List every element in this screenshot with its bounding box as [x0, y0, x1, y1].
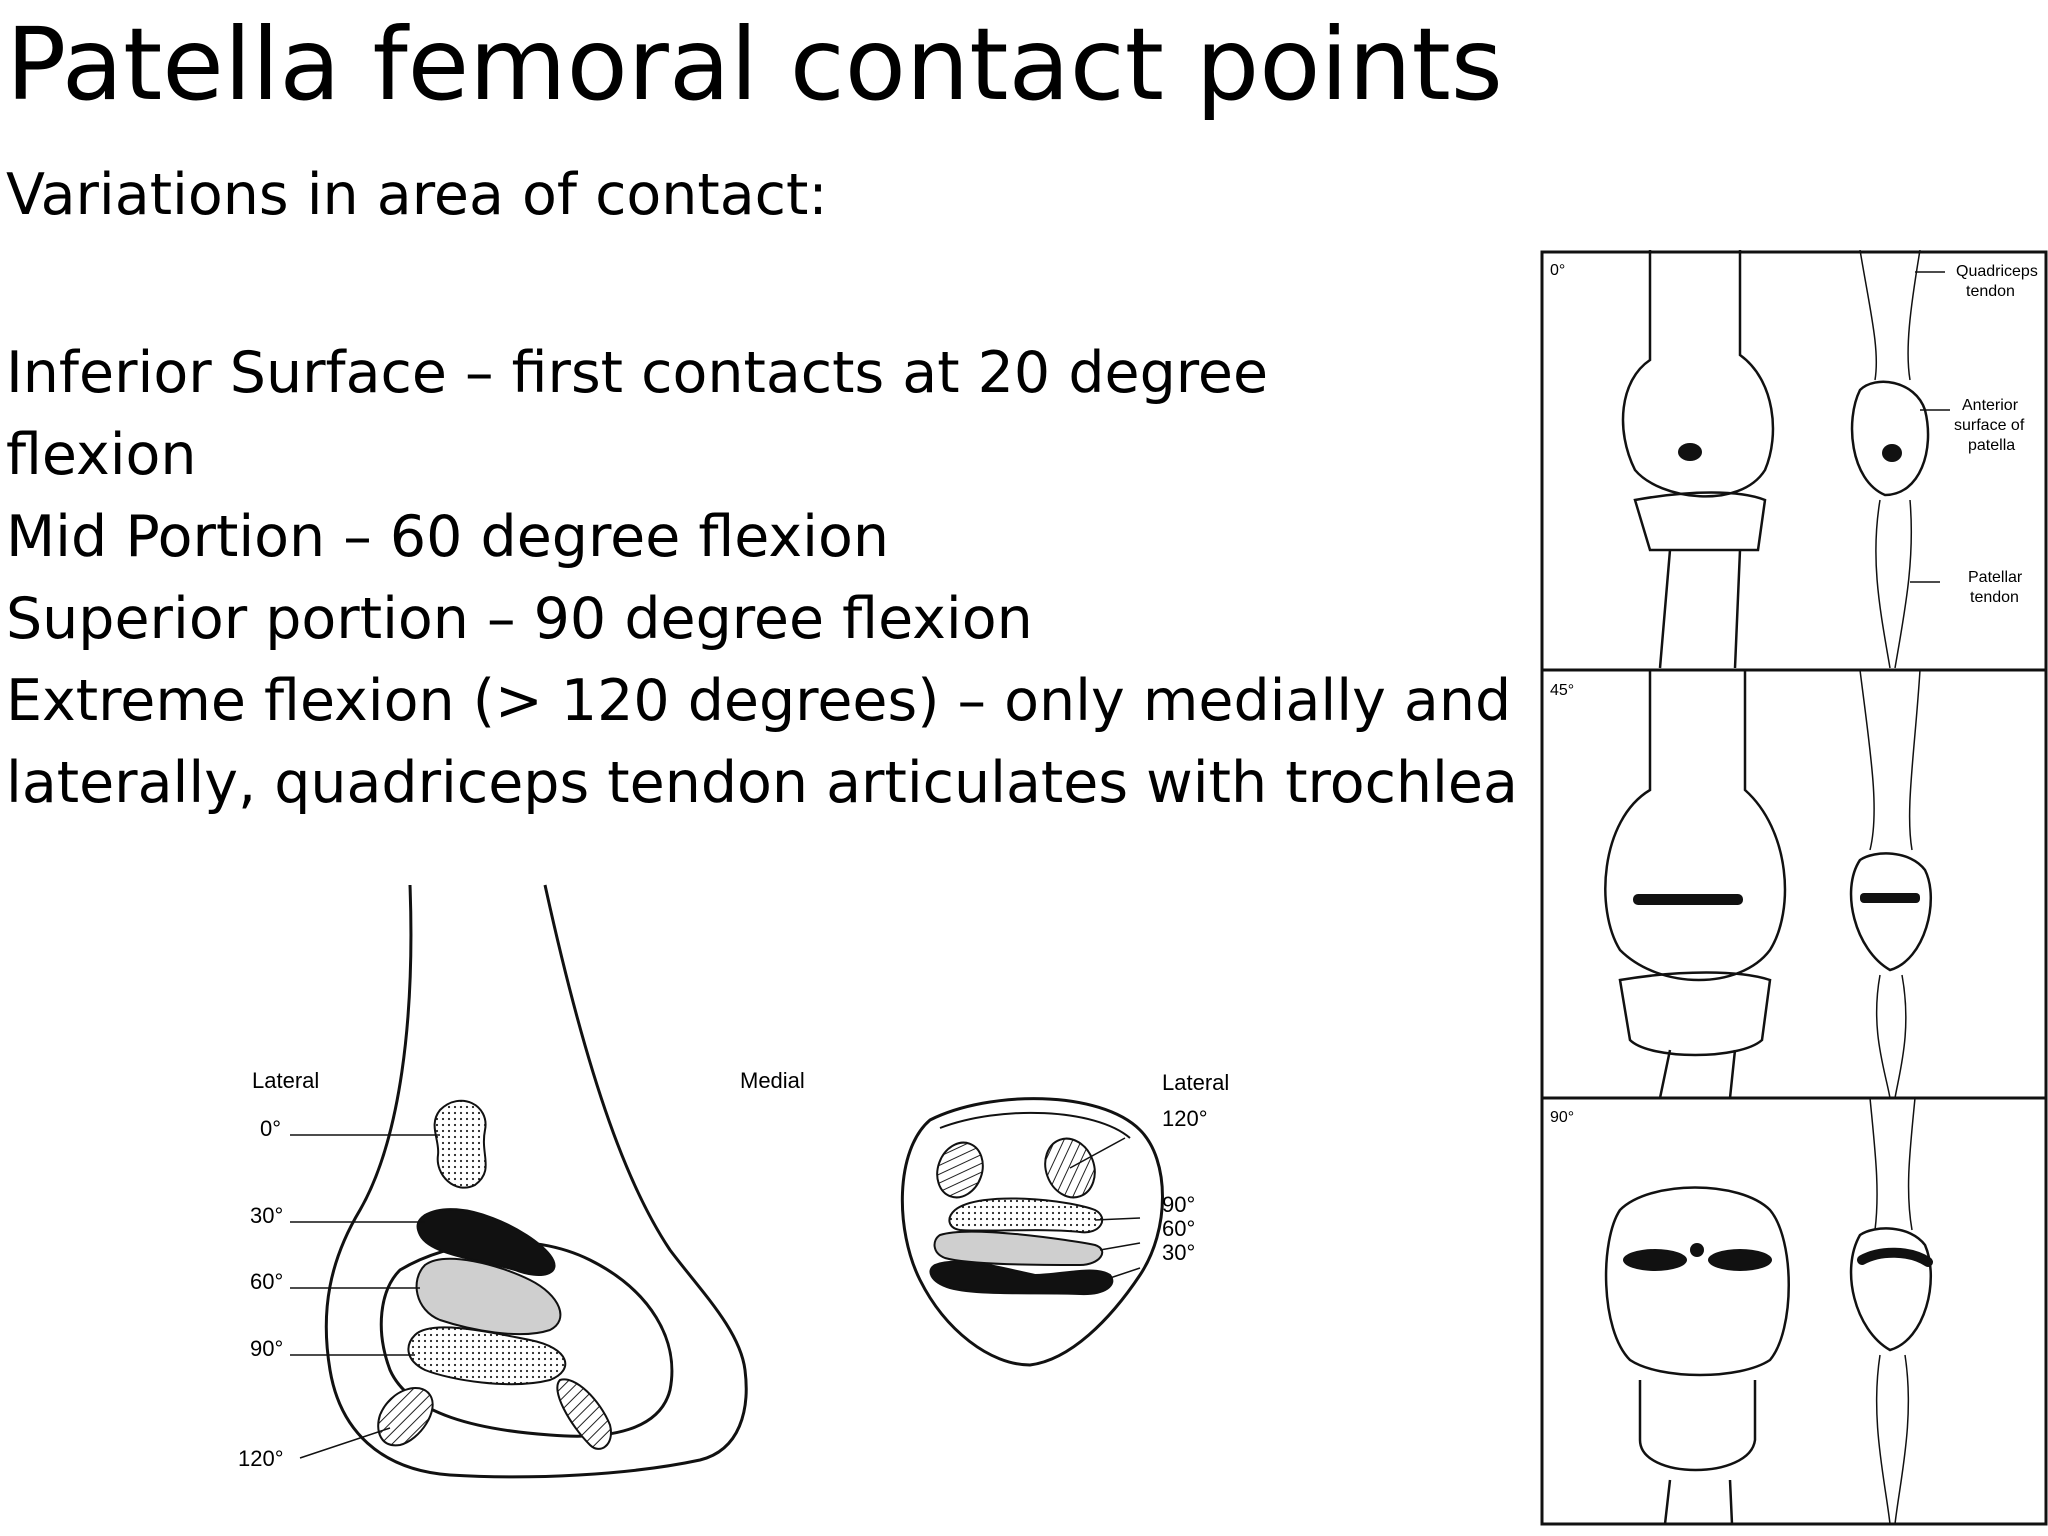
panel-90deg-contact-medial [1708, 1249, 1772, 1271]
femur-angle-30: 30° [250, 1203, 283, 1228]
panel-0deg-contact [1678, 443, 1702, 461]
femur-label-lateral: Lateral [252, 1068, 319, 1093]
label-patellar-1: Patellar [1968, 569, 2023, 586]
femur-angle-90: 90° [250, 1336, 283, 1361]
patella-contact-120deg-left [936, 1141, 984, 1199]
contact-area-120deg-lateral [377, 1386, 434, 1447]
panel-45deg-angle: 45° [1550, 682, 1574, 699]
contact-variations-list: Inferior Surface – first contacts at 20 … [6, 332, 1518, 824]
panel-45deg-femur [1604, 670, 1787, 1099]
contact-area-60deg [415, 1257, 562, 1336]
label-quadriceps-1: Quadriceps [1956, 263, 2038, 280]
contact-area-30deg [416, 1208, 556, 1276]
femur-angle-0: 0° [260, 1116, 281, 1141]
patella-contact-60deg [933, 1230, 1104, 1267]
patella-angle-90: 90° [1162, 1192, 1195, 1217]
trochlea-groove [379, 1240, 674, 1438]
panel-90deg-contact-lateral [1623, 1249, 1687, 1271]
panel-0deg-angle: 0° [1550, 262, 1565, 279]
label-quadriceps-2: tendon [1966, 283, 2015, 300]
superior-portion-line: Superior portion – 90 degree flexion [6, 586, 1033, 652]
label-anterior-1: Anterior [1962, 397, 2019, 414]
inferior-surface-line-2: flexion [6, 422, 197, 488]
femur-angle-60: 60° [250, 1269, 283, 1294]
panel-45deg-frame [1540, 668, 2048, 1100]
panel-0deg-frame [1540, 250, 2048, 672]
panel-0deg-patella [1850, 250, 1930, 669]
panel-0deg-femur [1621, 250, 1775, 669]
panel-90deg-angle: 90° [1550, 1109, 1574, 1126]
panel-90deg-patella [1849, 1097, 1933, 1525]
femur-contact-diagram: Lateral Medial 0° 30° 60° 90° 120° [238, 884, 805, 1479]
patella-angle-30: 30° [1162, 1240, 1195, 1265]
femur-angle-120: 120° [238, 1446, 284, 1471]
panel-90deg-femur [1604, 1186, 1790, 1525]
panel-45deg-patella [1849, 669, 1933, 1099]
slide-subtitle: Variations in area of contact: [6, 162, 828, 228]
mid-portion-line: Mid Portion – 60 degree flexion [6, 504, 889, 570]
patella-outline [900, 1097, 1164, 1367]
femur-label-medial: Medial [740, 1068, 805, 1093]
patella-label-lateral: Lateral [1162, 1070, 1229, 1095]
patella-angle-60: 60° [1162, 1216, 1195, 1241]
label-patellar-2: tendon [1970, 589, 2019, 606]
femur-outline [324, 884, 748, 1479]
patella-rim [939, 1111, 1131, 1139]
panel-90deg-frame [1540, 1096, 2048, 1526]
label-anterior-2: surface of [1954, 417, 2025, 434]
slide-title: Patella femoral contact points [6, 6, 1503, 123]
panel-45deg-contact [1633, 894, 1743, 905]
inferior-surface-line-1: Inferior Surface – first contacts at 20 … [6, 340, 1269, 406]
patella-contact-30deg [929, 1260, 1114, 1296]
patella-angle-120: 120° [1162, 1106, 1208, 1131]
patella-contact-90deg [948, 1197, 1104, 1234]
patella-contact-diagram: Lateral 120° 90° 60° 30° [900, 1070, 1229, 1367]
contact-area-120deg-medial [556, 1378, 612, 1450]
contact-area-0deg [433, 1099, 487, 1189]
contact-area-90deg [407, 1326, 567, 1386]
label-anterior-3: patella [1968, 437, 2015, 454]
extreme-flexion-line-1: Extreme flexion (> 120 degrees) – only m… [6, 668, 1512, 734]
extreme-flexion-line-2: laterally, quadriceps tendon articulates… [6, 750, 1518, 816]
knee-flexion-panels: 0° Quadriceps tendon Anterior surface of… [1540, 250, 2048, 1526]
